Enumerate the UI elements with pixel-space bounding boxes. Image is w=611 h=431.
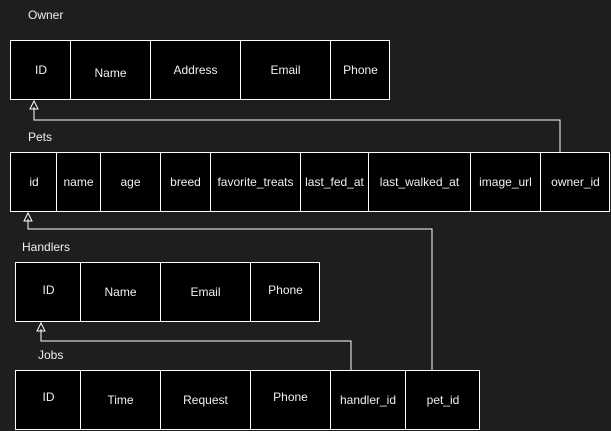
pets-field-owner-id[interactable]: owner_id	[540, 153, 610, 211]
handlers-table-title: Handlers	[22, 240, 71, 254]
jobs-table-title: Jobs	[38, 348, 64, 362]
jobs-field-request[interactable]: Request	[160, 371, 250, 429]
jobs-field-phone[interactable]: Phone	[250, 371, 330, 429]
owner-field-name[interactable]: Name	[70, 41, 150, 99]
handlers-field-id[interactable]: ID	[42, 283, 55, 297]
owner-field-email[interactable]: Email	[240, 41, 330, 99]
jobs-field-pet-id[interactable]: pet_id	[405, 371, 480, 429]
pets-field-favorite-treats[interactable]: favorite_treats	[210, 153, 300, 211]
pets-field-age[interactable]: age	[100, 153, 160, 211]
owner-field-id[interactable]: ID	[35, 63, 47, 77]
owner-table-title: Owner	[28, 8, 64, 22]
jobs-field-handler-id[interactable]: handler_id	[330, 371, 405, 429]
handlers-field-phone[interactable]: Phone	[250, 263, 320, 321]
pets-field-image-url[interactable]: image_url	[470, 153, 540, 211]
owner-field-phone[interactable]: Phone	[330, 41, 390, 99]
pets-field-name[interactable]: name	[56, 153, 100, 211]
pets-field-id[interactable]: id	[29, 175, 39, 189]
pets-field-last-fed-at[interactable]: last_fed_at	[300, 153, 368, 211]
owner-field-address[interactable]: Address	[150, 41, 240, 99]
jobs-field-id[interactable]: ID	[42, 390, 55, 404]
handlers-field-name[interactable]: Name	[80, 263, 160, 321]
handlers-field-email[interactable]: Email	[160, 263, 250, 321]
pets-field-breed[interactable]: breed	[160, 153, 210, 211]
pets-table-title: Pets	[28, 130, 53, 144]
jobs-field-time[interactable]: Time	[80, 371, 160, 429]
pets-field-last-walked-at[interactable]: last_walked_at	[368, 153, 470, 211]
